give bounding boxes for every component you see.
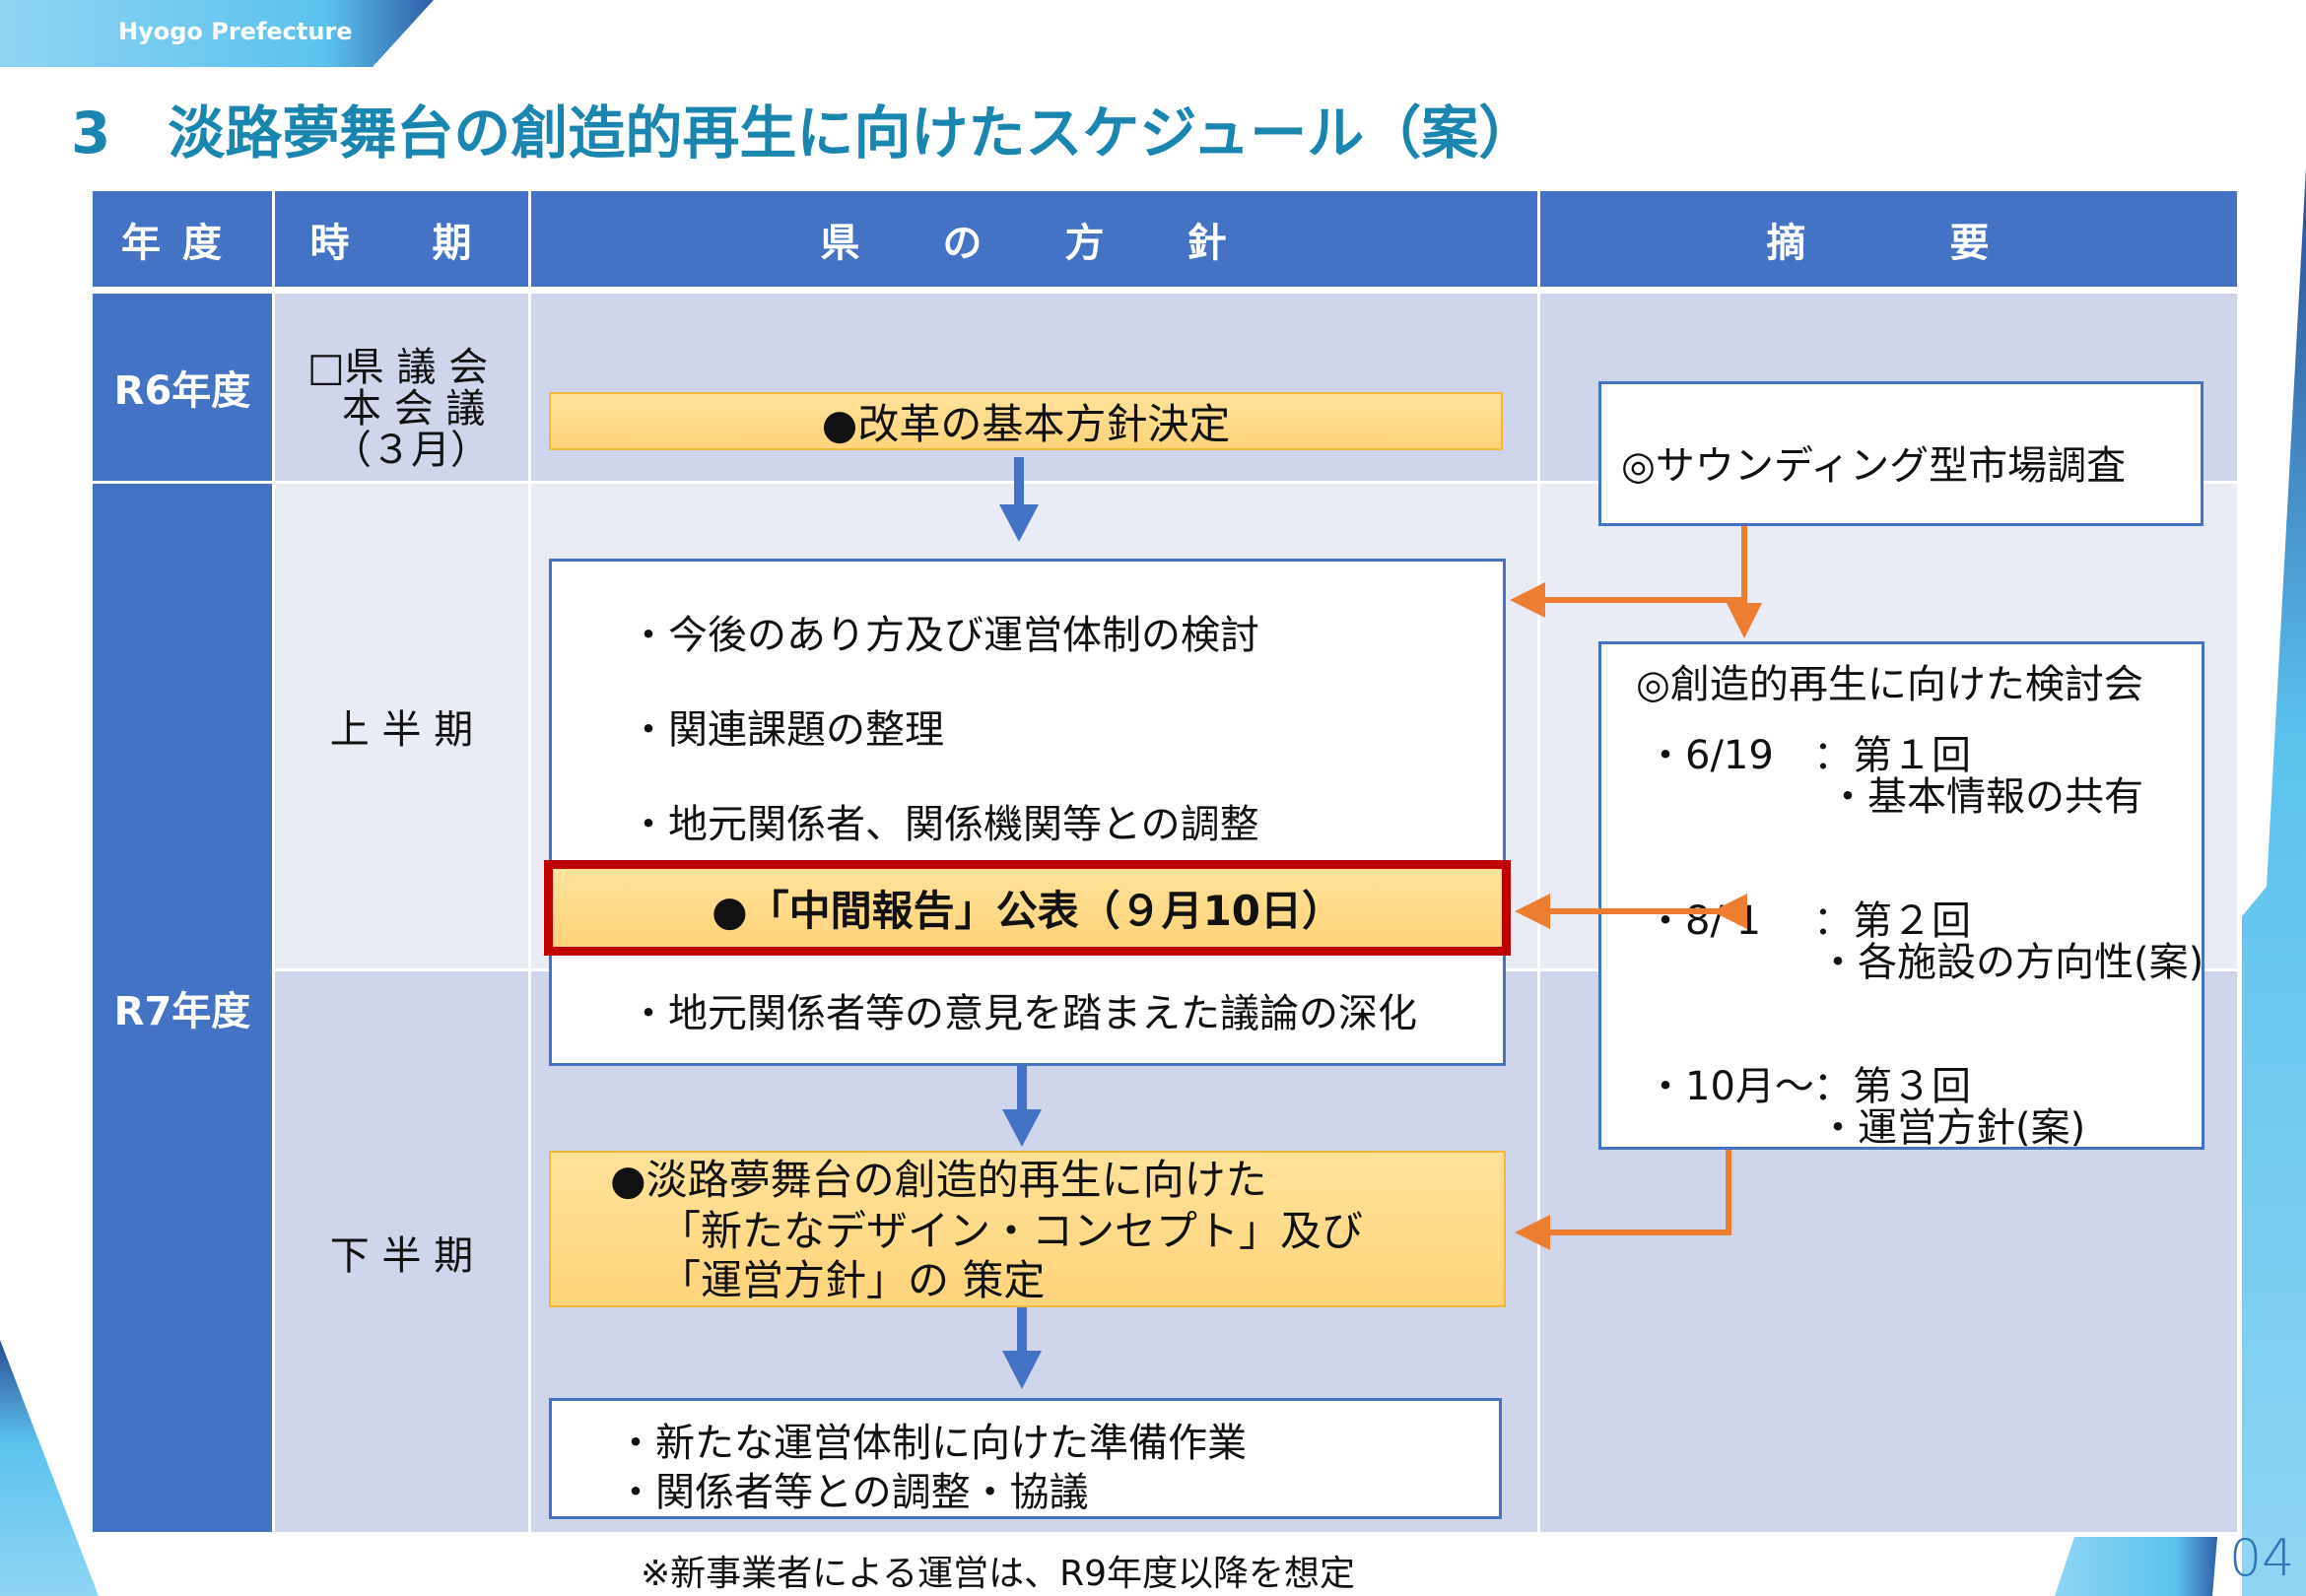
period-r6-line1: □県 議 会 — [307, 345, 489, 390]
review-box: ・今後のあり方及び運営体制の検討 ・関連課題の整理 ・地元関係者、関係機関等との… — [549, 559, 1506, 1066]
footnote: ※新事業者による運営は、R9年度以降を想定 — [641, 1554, 1356, 1594]
decision-box: ●改革の基本方針決定 — [549, 392, 1503, 450]
review-item: ・今後のあり方及び運営体制の検討 — [629, 613, 1259, 658]
period-r6-line2: 本 会 議 — [342, 386, 486, 432]
formulation-line: 「運営方針」の 策定 — [659, 1256, 1046, 1304]
down-arrow-icon — [999, 457, 1039, 542]
orange-arrow-icon — [1515, 1150, 1731, 1250]
prep-item: ・新たな運営体制に向けた準備作業 — [616, 1421, 1247, 1466]
sounding-label: ◎サウンディング型市場調査 — [1621, 443, 2127, 489]
period-r6: □県 議 会 本 会 議 （３月） — [275, 294, 528, 481]
header-summary: 摘 要 — [1540, 191, 2237, 287]
meeting-session: ：第３回 — [1813, 1064, 1971, 1109]
sounding-box: ◎サウンディング型市場調査 — [1598, 381, 2204, 526]
formulation-line: 「新たなデザイン・コンセプト」及び — [659, 1207, 1364, 1255]
meeting-date: ・6/19 — [1646, 733, 1774, 778]
year-r6: R6年度 — [93, 294, 272, 481]
page-title: 3 淡路夢舞台の創造的再生に向けたスケジュール（案） — [71, 100, 1536, 166]
year-r7: R7年度 — [93, 484, 272, 1532]
council-title: ◎創造的再生に向けた検討会 — [1636, 662, 2143, 707]
formulation-box: ●淡路夢舞台の創造的再生に向けた 「新たなデザイン・コンセプト」及び 「運営方針… — [549, 1151, 1506, 1307]
prep-box: ・新たな運営体制に向けた準備作業 ・関係者等との調整・協議 — [549, 1398, 1502, 1519]
period-upper: 上 半 期 — [275, 484, 528, 968]
prep-item: ・関係者等との調整・協議 — [616, 1470, 1089, 1515]
meeting-session: ：第１回 — [1813, 733, 1971, 778]
meeting-date: ・10月～ — [1646, 1064, 1814, 1109]
brand-label: Hyogo Prefecture — [118, 18, 353, 45]
meeting-topic: ・各施設の方向性(案) — [1818, 940, 2204, 985]
meeting-session: ：第２回 — [1813, 898, 1971, 944]
period-r6-line3: （３月） — [332, 428, 490, 473]
review-item: ・関連課題の整理 — [629, 707, 944, 753]
meeting-topic: ・運営方針(案) — [1818, 1105, 2086, 1151]
down-arrow-icon — [1002, 1066, 1042, 1147]
page-number: 04 — [2229, 1529, 2295, 1588]
meeting-topic: ・基本情報の共有 — [1828, 774, 2143, 820]
header-policy: 県 の 方 針 — [531, 191, 1537, 287]
down-arrow-icon — [1002, 1307, 1042, 1389]
formulation-line: ●淡路夢舞台の創造的再生に向けた — [610, 1156, 1267, 1204]
period-lower: 下 半 期 — [275, 971, 528, 1532]
interim-report-box: ●「中間報告」公表（９月10日） — [544, 860, 1511, 956]
header-year: 年度 — [93, 191, 272, 287]
review-item: ・地元関係者、関係機関等との調整 — [629, 802, 1259, 847]
review-item: ・地元関係者等の意見を踏まえた議論の深化 — [629, 991, 1417, 1036]
header-period: 時 期 — [275, 191, 528, 287]
